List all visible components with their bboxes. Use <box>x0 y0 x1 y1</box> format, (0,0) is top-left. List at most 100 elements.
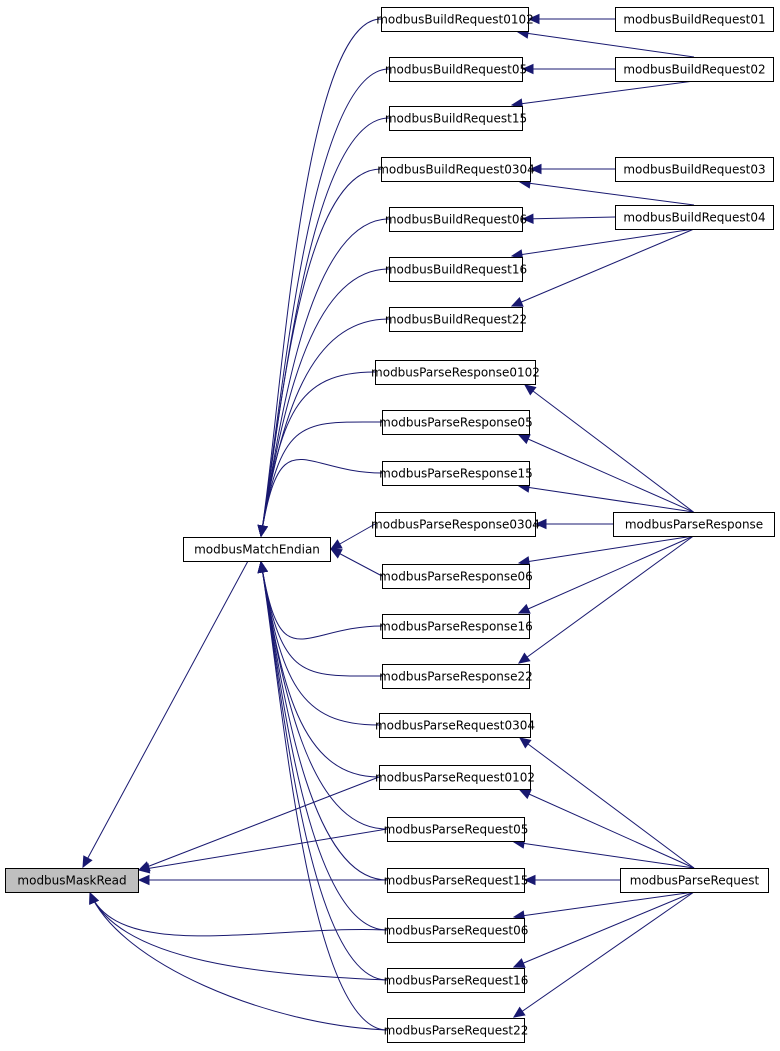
edge-modbus-parse-response-to-modbus-parse-response-22 <box>518 535 694 664</box>
node-label: modbusParseResponse05 <box>379 416 533 430</box>
node-modbus-build-request-03[interactable]: modbusBuildRequest03 <box>615 157 774 182</box>
node-label: modbusBuildRequest03 <box>623 163 765 177</box>
node-modbus-build-request-04[interactable]: modbusBuildRequest04 <box>615 205 774 230</box>
node-modbus-build-request-0304[interactable]: modbusBuildRequest0304 <box>377 157 535 182</box>
edge-modbus-parse-request-to-modbus-parse-request-22 <box>513 891 695 1018</box>
edge-modbus-parse-request-to-modbus-parse-request-05 <box>513 841 695 869</box>
node-modbus-parse-response-15[interactable]: modbusParseResponse15 <box>379 461 533 486</box>
node-modbus-parse-request-06[interactable]: modbusParseRequest06 <box>384 918 529 943</box>
node-modbus-parse-request-05[interactable]: modbusParseRequest05 <box>384 817 529 842</box>
node-modbus-mask-read[interactable]: modbusMaskRead <box>5 868 139 893</box>
edge-modbus-parse-request-to-modbus-parse-request-16 <box>513 891 695 968</box>
arrowhead-modbus-build-request-04-to-modbus-build-request-22 <box>510 297 524 307</box>
edge-modbus-build-request-04-to-modbus-build-request-16 <box>511 228 695 257</box>
node-label: modbusBuildRequest02 <box>623 63 765 77</box>
node-label: modbusParseResponse <box>625 518 763 532</box>
arrowhead-modbus-build-request-04-to-modbus-build-request-06 <box>521 213 534 225</box>
node-box <box>387 1018 525 1043</box>
node-modbus-parse-request-0102[interactable]: modbusParseRequest0102 <box>375 765 535 790</box>
edge-modbus-parse-response-15-to-modbus-match-endian <box>260 459 383 537</box>
arrowhead-modbus-parse-response-06-to-modbus-match-endian <box>329 548 343 559</box>
node-box <box>389 307 523 332</box>
edge-modbus-build-request-02-to-modbus-build-request-0102 <box>517 31 695 58</box>
node-box <box>5 868 139 893</box>
node-label: modbusBuildRequest06 <box>385 213 527 227</box>
edge-modbus-parse-response-to-modbus-parse-response-05 <box>518 434 694 513</box>
node-label: modbusParseRequest05 <box>384 823 529 837</box>
node-modbus-parse-request[interactable]: modbusParseRequest <box>620 868 769 893</box>
node-box <box>615 7 774 32</box>
edge-modbus-parse-response-to-modbus-parse-response-06 <box>518 535 694 564</box>
edge-modbus-parse-response-to-modbus-parse-response-0102 <box>524 384 694 513</box>
node-modbus-build-request-22[interactable]: modbusBuildRequest22 <box>385 307 527 332</box>
node-modbus-parse-response-16[interactable]: modbusParseResponse16 <box>379 614 533 639</box>
edge-modbus-parse-request-16-to-modbus-match-endian <box>260 561 388 981</box>
node-box <box>387 918 525 943</box>
node-label: modbusParseResponse22 <box>379 670 533 684</box>
node-box <box>387 968 525 993</box>
arrowhead-modbus-parse-request-to-modbus-parse-request-22 <box>512 1006 526 1018</box>
edge-modbus-parse-request-22-to-modbus-mask-read <box>89 892 388 1031</box>
edge-modbus-parse-request-06-to-modbus-mask-read <box>89 892 388 937</box>
edge-modbus-parse-request-to-modbus-parse-request-0304 <box>519 737 695 869</box>
node-modbus-parse-response-22[interactable]: modbusParseResponse22 <box>379 664 533 689</box>
node-box <box>615 57 774 82</box>
node-label: modbusBuildRequest15 <box>385 112 527 126</box>
node-box <box>382 664 530 689</box>
node-box <box>389 57 523 82</box>
edge-modbus-build-request-0102-to-modbus-match-endian <box>260 18 382 537</box>
edge-modbus-parse-response-0102-to-modbus-match-endian <box>260 371 376 537</box>
node-label: modbusParseRequest0304 <box>375 719 535 733</box>
node-modbus-match-endian[interactable]: modbusMatchEndian <box>183 537 331 562</box>
node-modbus-build-request-02[interactable]: modbusBuildRequest02 <box>615 57 774 82</box>
arrowhead-modbus-parse-request-05-to-modbus-mask-read <box>137 863 151 874</box>
edge-modbus-parse-response-22-to-modbus-match-endian <box>260 561 383 677</box>
node-box <box>382 614 530 639</box>
node-label: modbusBuildRequest22 <box>385 313 527 327</box>
edge-modbus-parse-response-to-modbus-parse-response-16 <box>518 535 694 614</box>
node-label: modbusBuildRequest16 <box>385 263 527 277</box>
arrowhead-modbus-parse-response-to-modbus-parse-response-22 <box>518 652 531 664</box>
node-label: modbusParseRequest06 <box>384 924 529 938</box>
node-modbus-parse-response[interactable]: modbusParseResponse <box>613 512 775 537</box>
edge-modbus-build-request-0304-to-modbus-match-endian <box>260 168 382 537</box>
node-modbus-build-request-15[interactable]: modbusBuildRequest15 <box>385 106 527 131</box>
edge-modbus-build-request-15-to-modbus-match-endian <box>260 117 390 537</box>
node-modbus-build-request-16[interactable]: modbusBuildRequest16 <box>385 257 527 282</box>
arrowhead-modbus-parse-request-to-modbus-parse-request-15 <box>523 874 536 886</box>
node-modbus-build-request-05[interactable]: modbusBuildRequest05 <box>385 57 527 82</box>
node-box <box>389 106 523 131</box>
node-modbus-parse-response-0102[interactable]: modbusParseResponse0102 <box>371 360 540 385</box>
edge-modbus-parse-request-22-to-modbus-match-endian <box>260 561 388 1031</box>
node-modbus-parse-response-05[interactable]: modbusParseResponse05 <box>379 410 533 435</box>
node-modbus-parse-request-15[interactable]: modbusParseRequest15 <box>384 868 529 893</box>
edge-modbus-parse-request-0102-to-modbus-match-endian <box>260 561 380 778</box>
arrowhead-modbus-parse-response-to-modbus-parse-response-0102 <box>524 384 537 396</box>
node-modbus-build-request-06[interactable]: modbusBuildRequest06 <box>385 207 527 232</box>
node-box <box>381 157 531 182</box>
arrowhead-modbus-build-request-01-to-modbus-build-request-0102 <box>527 13 540 25</box>
node-label: modbusParseRequest <box>630 874 760 888</box>
edge-modbus-parse-request-to-modbus-parse-request-0102 <box>519 789 695 869</box>
node-box <box>183 537 331 562</box>
node-modbus-build-request-0102[interactable]: modbusBuildRequest0102 <box>376 7 534 32</box>
node-box <box>375 360 536 385</box>
node-box <box>387 817 525 842</box>
node-modbus-parse-request-22[interactable]: modbusParseRequest22 <box>384 1018 529 1043</box>
node-modbus-parse-response-0304[interactable]: modbusParseResponse0304 <box>371 512 540 537</box>
node-modbus-build-request-01[interactable]: modbusBuildRequest01 <box>615 7 774 32</box>
edge-modbus-parse-request-to-modbus-parse-request-06 <box>513 891 695 918</box>
arrowhead-modbus-parse-request-to-modbus-parse-request-0304 <box>519 737 532 749</box>
arrowhead-modbus-match-endian-to-modbus-mask-read <box>82 855 93 869</box>
node-modbus-parse-response-06[interactable]: modbusParseResponse06 <box>379 564 533 589</box>
node-box <box>381 7 529 32</box>
node-label: modbusParseResponse06 <box>379 570 533 584</box>
node-modbus-parse-request-0304[interactable]: modbusParseRequest0304 <box>375 713 535 738</box>
node-box <box>620 868 769 893</box>
edge-modbus-build-request-04-to-modbus-build-request-22 <box>511 228 695 307</box>
arrowhead-modbus-parse-response-to-modbus-parse-response-16 <box>517 603 531 614</box>
node-modbus-parse-request-16[interactable]: modbusParseRequest16 <box>384 968 529 993</box>
node-label: modbusBuildRequest01 <box>623 13 765 27</box>
node-label: modbusMatchEndian <box>194 543 320 557</box>
